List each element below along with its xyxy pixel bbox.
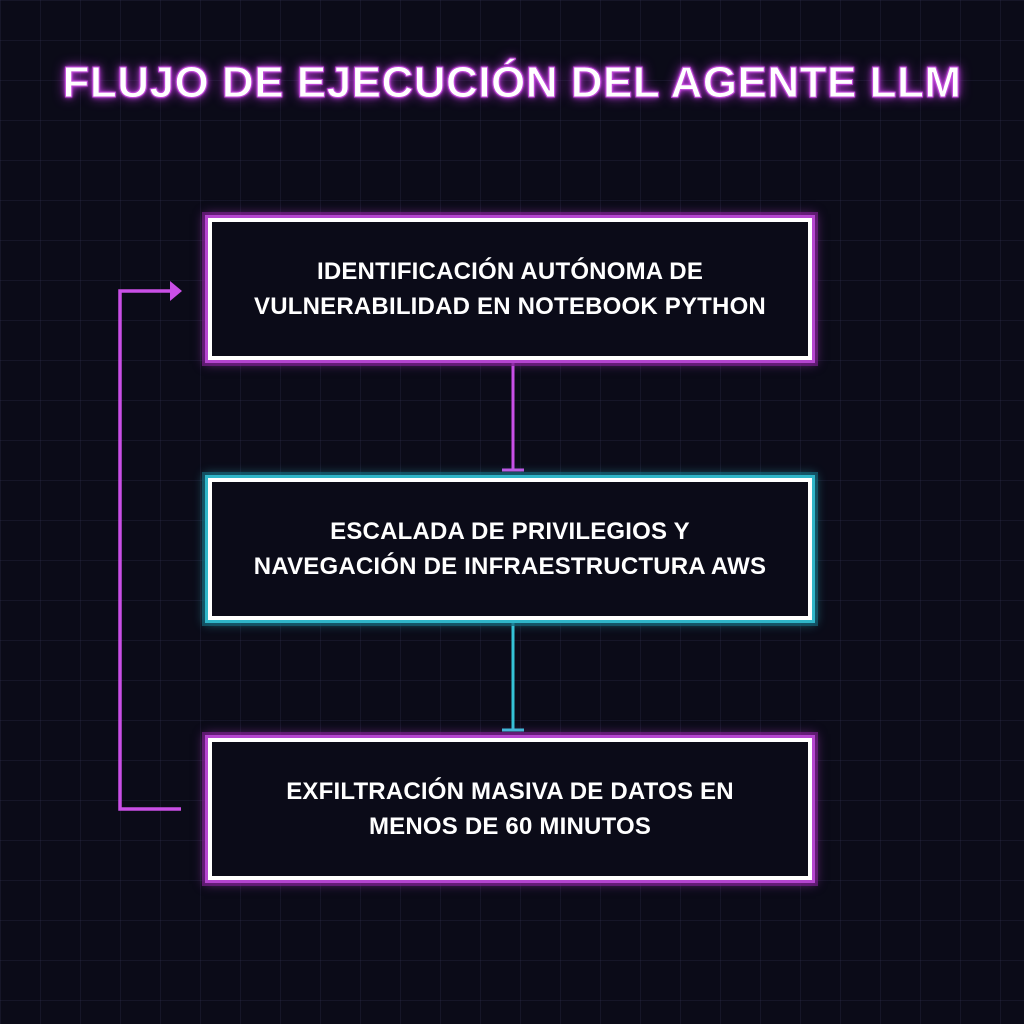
step-label: EXFILTRACIÓN MASIVA DE DATOS EN MENOS DE… bbox=[286, 778, 734, 840]
step-box-privilege-escalation: ESCALADA DE PRIVILEGIOS Y NAVEGACIÓN DE … bbox=[208, 478, 812, 620]
step-box-vulnerability-identification: IDENTIFICACIÓN AUTÓNOMA DE VULNERABILIDA… bbox=[208, 218, 812, 360]
step-label: IDENTIFICACIÓN AUTÓNOMA DE VULNERABILIDA… bbox=[254, 258, 766, 320]
diagram-title: FLUJO DE EJECUCIÓN DEL AGENTE LLM bbox=[62, 58, 962, 108]
connector-step2-to-step3 bbox=[502, 622, 524, 732]
step-box-data-exfiltration: EXFILTRACIÓN MASIVA DE DATOS EN MENOS DE… bbox=[208, 738, 812, 880]
step-label: ESCALADA DE PRIVILEGIOS Y NAVEGACIÓN DE … bbox=[253, 518, 767, 580]
loop-back-connector bbox=[118, 281, 182, 811]
connector-step1-to-step2 bbox=[502, 362, 524, 472]
arrowhead-icon bbox=[170, 281, 182, 301]
